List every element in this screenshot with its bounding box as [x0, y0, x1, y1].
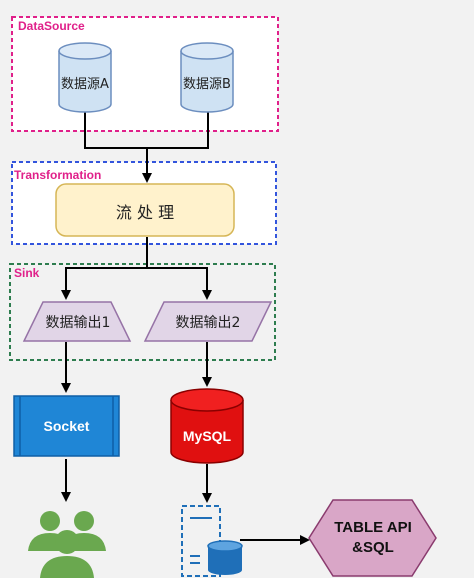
table-api-label: TABLE API &SQL: [334, 519, 412, 556]
output-2-label: 数据输出2: [175, 315, 241, 331]
mysql-label: MySQL: [182, 428, 232, 444]
connectors: [61, 112, 310, 545]
transformation-group-label: Transformation: [14, 168, 102, 182]
source-b-cylinder: [180, 42, 234, 113]
output-1-parallelogram: [22, 301, 132, 342]
edge-process-to-output-2: [147, 267, 212, 300]
output-1-label: 数据输出1: [45, 315, 111, 331]
datasource-group-label: DataSource: [18, 19, 85, 33]
socket-label: Socket: [43, 418, 90, 434]
source-a-cylinder: [58, 42, 112, 113]
users-icon: [28, 511, 106, 578]
edge-source-b-to-merge: [147, 112, 209, 149]
database-server-icon: [181, 505, 243, 577]
edge-process-split: [61, 237, 148, 300]
source-b-label: 数据源B: [183, 76, 231, 92]
mysql-cylinder: [170, 388, 244, 464]
process-label: 流 处 理: [115, 203, 175, 222]
process-box: [55, 183, 235, 237]
edge-source-a-to-merge: [84, 112, 147, 149]
socket-queue: [13, 395, 120, 457]
source-a-label: 数据源A: [61, 76, 109, 92]
sink-group-label: Sink: [14, 266, 40, 280]
output-2-parallelogram: [143, 301, 273, 342]
table-api-hexagon: [308, 499, 437, 577]
